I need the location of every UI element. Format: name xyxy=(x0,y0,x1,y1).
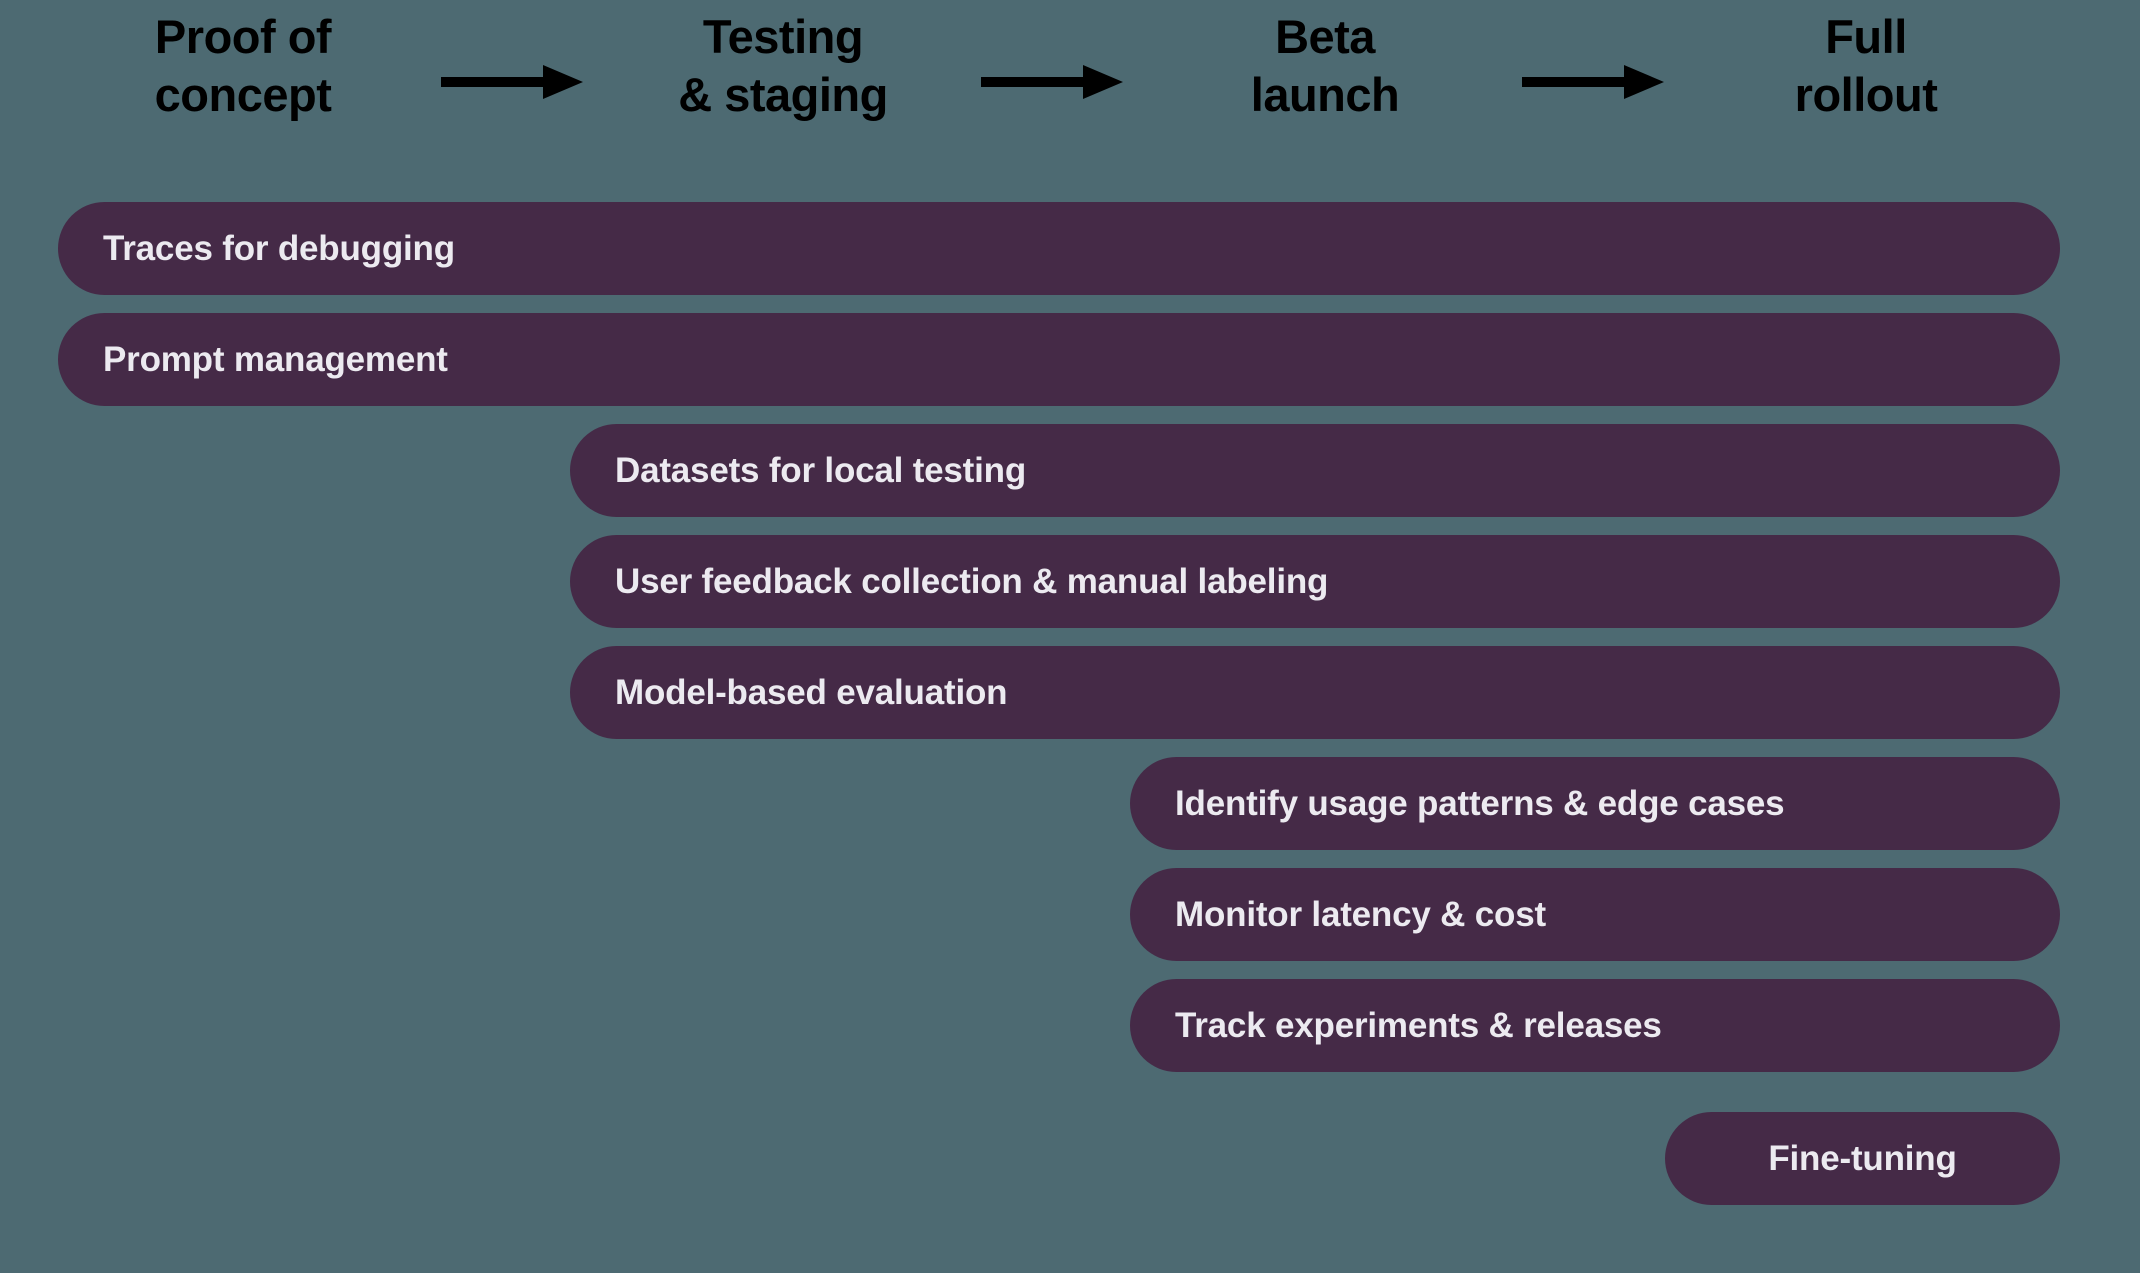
capability-pill-model-based-evaluation[interactable]: Model-based evaluation xyxy=(570,646,2060,739)
capability-pill-traces-for-debugging[interactable]: Traces for debugging xyxy=(58,202,2060,295)
arrow-stage-3-to-4-icon xyxy=(1522,58,1664,106)
stage-label-beta-launch: Beta launch xyxy=(1250,10,1400,121)
capability-pill-label: Fine-tuning xyxy=(1768,1138,1957,1178)
capability-pill-label: Prompt management xyxy=(103,339,448,379)
capability-pill-label: Model-based evaluation xyxy=(615,672,1008,712)
capability-pill-track-experiments-releases[interactable]: Track experiments & releases xyxy=(1130,979,2060,1072)
capability-pill-label: Track experiments & releases xyxy=(1175,1005,1662,1045)
capability-pill-identify-usage-patterns-edge-cases[interactable]: Identify usage patterns & edge cases xyxy=(1130,757,2060,850)
capability-pill-user-feedback-collection-manual-labeling[interactable]: User feedback collection & manual labeli… xyxy=(570,535,2060,628)
capability-pill-label: User feedback collection & manual labeli… xyxy=(615,561,1329,601)
stage-label-full-rollout: Full rollout xyxy=(1794,10,1938,121)
stage-label-testing-staging: Testing & staging xyxy=(678,10,888,121)
capability-pill-prompt-management[interactable]: Prompt management xyxy=(58,313,2060,406)
capability-pill-monitor-latency-cost[interactable]: Monitor latency & cost xyxy=(1130,868,2060,961)
stage-header: Proof of concept Testing & staging Beta la… xyxy=(0,0,2140,150)
capability-pill-datasets-for-local-testing[interactable]: Datasets for local testing xyxy=(570,424,2060,517)
arrow-stage-2-to-3-icon xyxy=(981,58,1123,106)
capability-pill-label: Datasets for local testing xyxy=(615,450,1027,490)
capability-pill-label: Traces for debugging xyxy=(103,228,455,268)
stage-label-proof-of-concept: Proof of concept xyxy=(154,10,332,121)
capability-pill-label: Monitor latency & cost xyxy=(1175,894,1546,934)
capability-pill-fine-tuning[interactable]: Fine-tuning xyxy=(1665,1112,2060,1205)
capability-pill-label: Identify usage patterns & edge cases xyxy=(1175,783,1785,823)
arrow-stage-1-to-2-icon xyxy=(441,58,583,106)
